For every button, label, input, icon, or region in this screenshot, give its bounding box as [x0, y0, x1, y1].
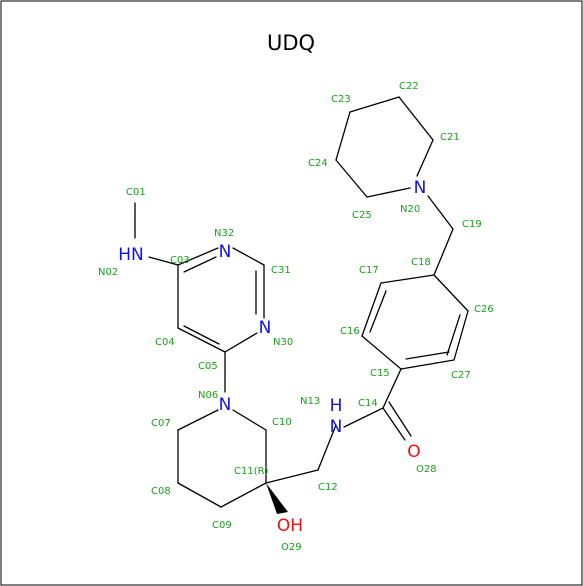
bond-c16-c17 [361, 282, 382, 337]
label-c26: C26 [474, 304, 494, 315]
atom-n06: N [219, 395, 232, 415]
label-c27: C27 [451, 370, 471, 381]
bond-c10-n06 [232, 409, 267, 431]
label-n30: N30 [273, 337, 293, 348]
bond-c08-c09 [177, 482, 222, 508]
label-c05: C05 [198, 361, 218, 372]
bond-c23-c24 [335, 111, 351, 161]
bond-c25-n20 [366, 187, 411, 198]
label-c21: C21 [440, 132, 460, 143]
atom-n13-h: H [330, 396, 343, 416]
bond-n13-c14 [343, 407, 384, 428]
label-c19: C19 [462, 219, 482, 230]
bond-c17-c18 [380, 274, 435, 284]
label-o29: O29 [281, 542, 302, 553]
label-c10: C10 [272, 417, 292, 428]
bond-c11-c12 [265, 469, 319, 484]
bond-c15-c16 [361, 335, 402, 370]
label-c17: C17 [359, 265, 379, 276]
label-n06: N06 [198, 390, 218, 401]
atom-symbols: HN N N N H N N O OH [118, 178, 426, 536]
atom-n32: N [219, 242, 232, 262]
label-c14: C14 [358, 398, 378, 409]
atom-n02: HN [118, 245, 144, 265]
label-c16: C16 [340, 326, 360, 337]
label-c15: C15 [370, 368, 390, 379]
bond-c22-c23 [349, 96, 400, 113]
bonds [134, 96, 469, 514]
bond-c05-c04 [177, 327, 226, 353]
atom-labels: C01 N02 C03 C04 C05 N06 C07 C08 C09 C10 … [98, 81, 494, 553]
bond-c26-c27-double [446, 314, 461, 356]
bond-c05-c04-double [183, 325, 220, 345]
bond-c14-c15 [382, 368, 402, 409]
atom-n30: N [259, 318, 272, 338]
label-c23: C23 [331, 94, 351, 105]
wedge-c11-o29 [266, 483, 288, 514]
bond-c18-c19 [433, 228, 454, 276]
atom-o29: OH [277, 516, 303, 536]
label-c25: C25 [352, 210, 372, 221]
label-n02: N02 [98, 267, 118, 278]
bond-c21-c22 [398, 96, 434, 141]
bond-c12-n13 [317, 424, 337, 471]
label-c12: C12 [318, 482, 338, 493]
diagram-title: UDQ [267, 31, 315, 55]
bond-n06-c07 [177, 409, 219, 431]
label-c03: C03 [170, 255, 190, 266]
label-n20: N20 [400, 204, 420, 215]
bond-n30-c05 [224, 332, 258, 353]
label-c22: C22 [399, 81, 419, 92]
label-c07: C07 [151, 418, 171, 429]
bond-c24-c25 [335, 159, 368, 198]
bond-c27-c15-inner [405, 351, 450, 360]
bond-c26-c27 [453, 310, 469, 361]
label-c04: C04 [155, 337, 175, 348]
bond-n32-c31 [232, 247, 265, 266]
label-c08: C08 [151, 486, 171, 497]
label-c18: C18 [411, 257, 431, 268]
atom-o28: O [407, 442, 420, 462]
bond-c27-c15 [400, 359, 455, 370]
bond-c03-n32 [177, 247, 219, 266]
label-c24: C24 [308, 158, 328, 169]
bond-n20-c21 [416, 139, 434, 177]
bond-c14-o28-double [388, 401, 412, 437]
bond-c14-o28 [382, 407, 406, 441]
atom-n13: N [330, 417, 343, 437]
bond-c18-c26 [433, 274, 469, 312]
label-o28: O28 [416, 464, 437, 475]
label-n13: N13 [300, 396, 320, 407]
bond-c09-c11 [220, 482, 267, 508]
bond-c16-c17-double [369, 290, 387, 333]
label-n32: N32 [214, 228, 234, 239]
label-c01: C01 [126, 187, 146, 198]
bond-n02-c03 [148, 256, 179, 266]
label-c31: C31 [271, 265, 291, 276]
label-c09: C09 [212, 520, 232, 531]
label-c11: C11(R) [234, 466, 269, 477]
atom-n20: N [414, 178, 427, 198]
bond-c03-n32-double [183, 256, 217, 273]
bond-c19-n20 [427, 195, 454, 230]
